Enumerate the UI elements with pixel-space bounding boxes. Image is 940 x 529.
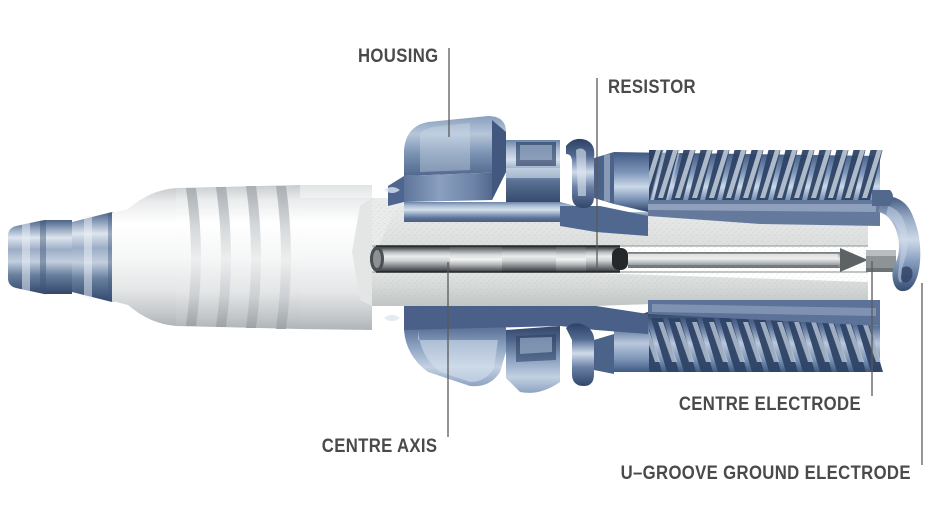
label-centre-electrode: CENTRE ELECTRODE — [679, 395, 861, 414]
resistor-rod — [370, 245, 628, 273]
label-u-groove-ground-electrode: U–GROOVE GROUND ELECTRODE — [621, 464, 911, 483]
leader-lines — [447, 48, 923, 465]
label-centre-axis: CENTRE AXIS — [321, 437, 437, 456]
ceramic-rib — [216, 187, 231, 327]
hex-housing — [384, 116, 648, 236]
label-housing: HOUSING — [357, 47, 438, 66]
centre-electrode — [628, 248, 896, 272]
ceramic-insulator — [112, 185, 372, 330]
label-resistor: RESISTOR — [608, 78, 696, 97]
label-centre-axis-text: CENTRE AXIS — [321, 436, 437, 457]
thread-turns-lower — [649, 318, 883, 372]
rod-band — [450, 246, 502, 272]
thread-turns-upper — [649, 150, 883, 200]
hex-housing-lower — [384, 306, 648, 393]
rod-band — [556, 246, 586, 272]
terminal-nut — [8, 212, 114, 302]
label-centre-electrode-text: CENTRE ELECTRODE — [678, 394, 861, 415]
threaded-shell — [614, 150, 883, 372]
label-u-groove-ground-electrode-text: U–GROOVE GROUND ELECTRODE — [620, 463, 911, 484]
label-housing-text: HOUSING — [357, 46, 438, 67]
ceramic-rib — [276, 186, 291, 329]
ceramic-rib — [246, 186, 261, 328]
label-resistor-text: RESISTOR — [608, 77, 696, 98]
ceramic-rib — [186, 188, 201, 326]
ground-electrode — [872, 190, 921, 292]
gasket-washer — [566, 138, 614, 208]
